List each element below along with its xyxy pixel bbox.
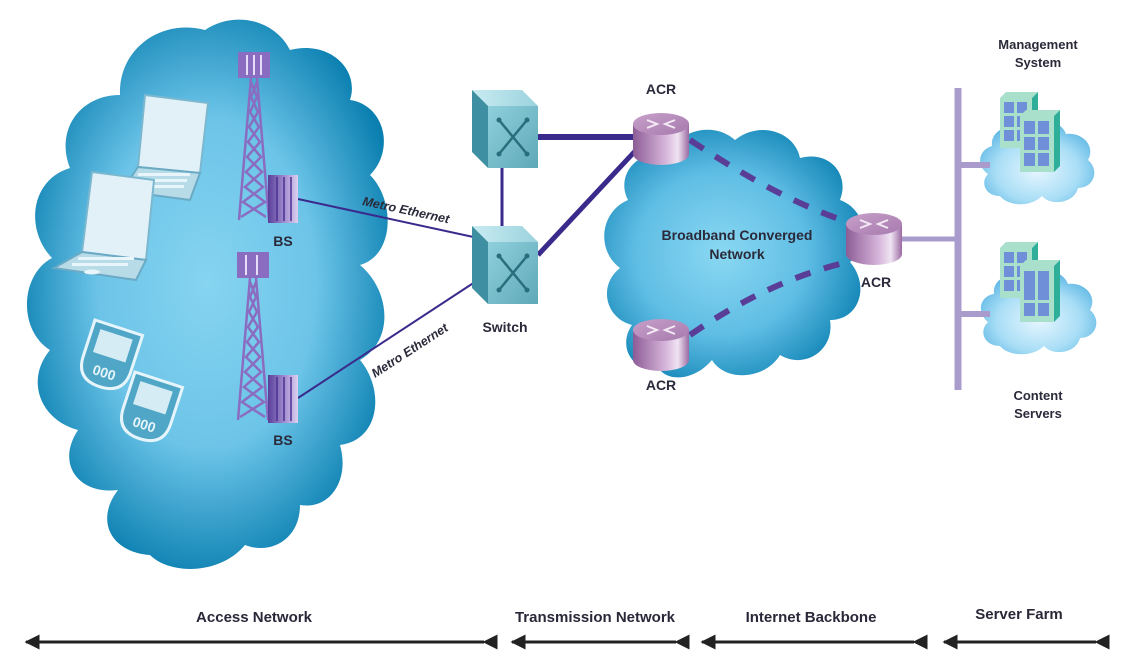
backbone-cloud: Broadband Converged Network (604, 129, 865, 378)
switch-label: Switch (482, 319, 527, 335)
svg-text:000: 000 (131, 413, 158, 436)
link-acr-top-acr-right (688, 137, 849, 225)
tower-icon (236, 252, 270, 421)
acr-top-label: ACR (646, 81, 676, 97)
segment-server-farm: Server Farm (942, 606, 1110, 650)
svg-text:000: 000 (91, 361, 118, 384)
segment-transmission-network: Transmission Network (510, 609, 690, 650)
switch-icon[interactable] (472, 90, 538, 168)
router-icon[interactable] (846, 213, 902, 265)
handheld-icon[interactable]: 000 (116, 370, 185, 446)
server-icon[interactable] (1020, 110, 1060, 172)
management-label-line1: Management (998, 37, 1078, 52)
content-label-line2: Servers (1014, 406, 1062, 421)
segment-label: Transmission Network (515, 609, 676, 626)
router-icon[interactable] (633, 319, 689, 371)
acr-bottom-label: ACR (646, 377, 676, 393)
content-label-line1: Content (1013, 388, 1063, 403)
segment-label: Internet Backbone (746, 609, 877, 626)
acr-right-label: ACR (861, 274, 891, 290)
link-switch-bottom-acr (536, 146, 640, 257)
access-network-cloud (26, 19, 388, 569)
handheld-icon[interactable]: 000 (76, 318, 145, 394)
link-acr-bottom-acr-right (688, 259, 849, 338)
backbone-cloud-label-line1: Broadband Converged (662, 227, 813, 243)
bs-top-label: BS (273, 233, 292, 249)
base-station-icon[interactable] (268, 175, 298, 223)
laptop-icon[interactable] (50, 170, 156, 282)
link-bs-bottom-switch (297, 279, 479, 399)
segment-label: Server Farm (975, 606, 1063, 623)
switch-icon[interactable] (472, 226, 538, 304)
segment-label: Access Network (196, 609, 313, 626)
router-icon[interactable] (633, 113, 689, 165)
segment-access-network: Access Network (24, 609, 498, 650)
base-station-icon[interactable] (268, 375, 298, 423)
segment-internet-backbone: Internet Backbone (700, 609, 928, 650)
bs-bottom-label: BS (273, 432, 292, 448)
backbone-cloud-label-line2: Network (709, 246, 764, 262)
link-bs-top-switch (297, 198, 479, 239)
management-label-line2: System (1015, 55, 1061, 70)
links (297, 88, 990, 399)
tower-icon (237, 52, 271, 221)
server-icon[interactable] (1020, 260, 1060, 322)
